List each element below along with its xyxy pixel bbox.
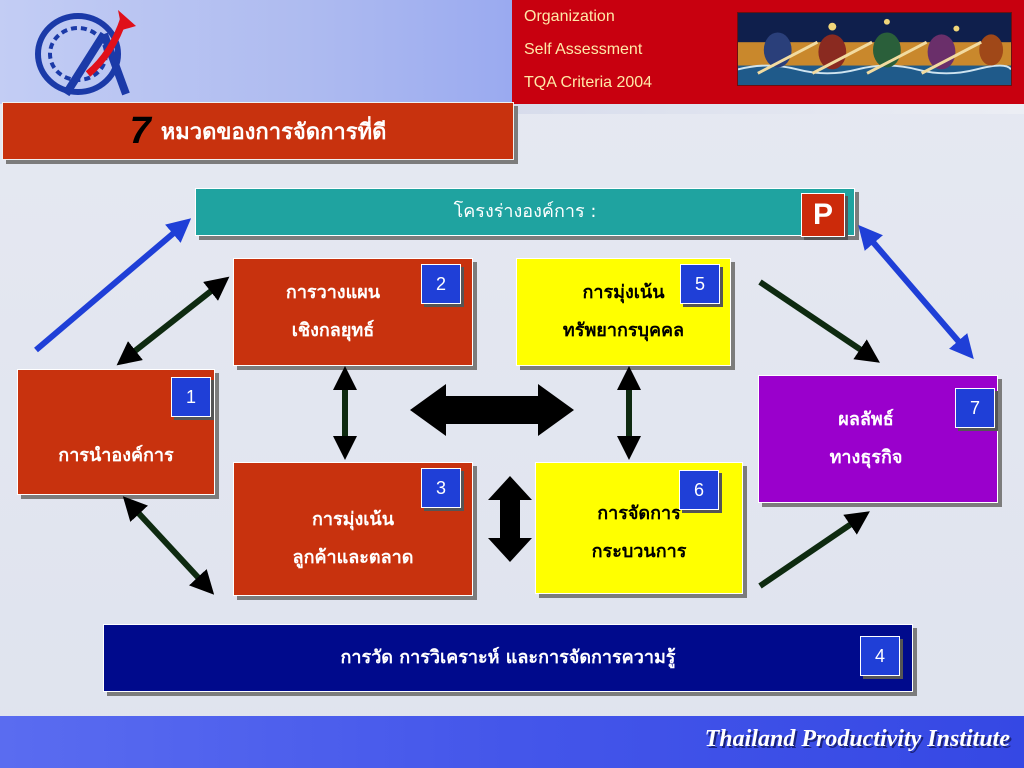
box-leadership: การนำองค์การ <box>17 369 215 495</box>
customer-line2: ลูกค้าและตลาด <box>292 547 414 568</box>
badge-3: 3 <box>421 468 461 508</box>
header-texts: Organization Self Assessment TQA Criteri… <box>524 0 652 99</box>
box-measurement-analysis: การวัด การวิเคราะห์ และการจัดการความรู้ <box>103 624 913 692</box>
workforce-line2: ทรัพยากรบุคคล <box>562 320 685 341</box>
title-bar: 7 หมวดของการจัดการที่ดี <box>2 102 514 160</box>
badge-4: 4 <box>860 636 900 676</box>
arrow-customer-process-thick <box>488 476 532 562</box>
header-line-organization: Organization <box>524 8 615 25</box>
title-text: หมวดของการจัดการที่ดี <box>160 119 387 145</box>
badge-2: 2 <box>421 264 461 304</box>
arrow-leadership-strategic <box>116 276 230 366</box>
arrow-leadership-customer <box>122 496 215 595</box>
customer-line1: การมุ่งเน้น <box>311 509 395 530</box>
tpi-logo-icon <box>35 10 136 97</box>
badge-6: 6 <box>679 470 719 510</box>
badge-7: 7 <box>955 388 995 428</box>
strategic-line2: เชิงกลยุทธ์ <box>291 320 375 341</box>
results-line1: ผลลัพธ์ <box>838 409 894 430</box>
rowers-painting-image <box>737 12 1012 86</box>
process-line2: กระบวนการ <box>591 541 687 562</box>
profile-badge: P <box>801 193 845 237</box>
process-line1: การจัดการ <box>597 503 681 524</box>
arrow-strategic-workforce-thick <box>410 384 574 436</box>
workforce-line1: การมุ่งเน้น <box>582 282 665 303</box>
arrow-process-results <box>758 511 870 589</box>
results-line2: ทางธุรกิจ <box>829 447 903 468</box>
organizational-profile-bar: โครงร่างองค์การ : <box>195 188 855 236</box>
strategic-line1: การวางแผน <box>285 282 381 303</box>
measurement-label: การวัด การวิเคราะห์ และการจัดการความรู้ <box>340 647 676 668</box>
footer-institute-name: Thailand Productivity Institute <box>704 726 1010 752</box>
arrow-leadership-to-profile <box>34 218 192 353</box>
badge-5: 5 <box>680 264 720 304</box>
arrow-workforce-results <box>758 279 880 363</box>
header-divider <box>512 104 1024 114</box>
header-line-self-assessment: Self Assessment <box>524 41 643 58</box>
header-line-criteria: TQA Criteria 2004 <box>524 74 653 91</box>
footer-bar <box>0 716 1024 768</box>
profile-label: โครงร่างองค์การ : <box>453 201 597 222</box>
arrow-profile-to-results <box>858 224 974 360</box>
badge-1: 1 <box>171 377 211 417</box>
title-number: 7 <box>129 109 151 152</box>
leadership-label: การนำองค์การ <box>58 445 174 466</box>
